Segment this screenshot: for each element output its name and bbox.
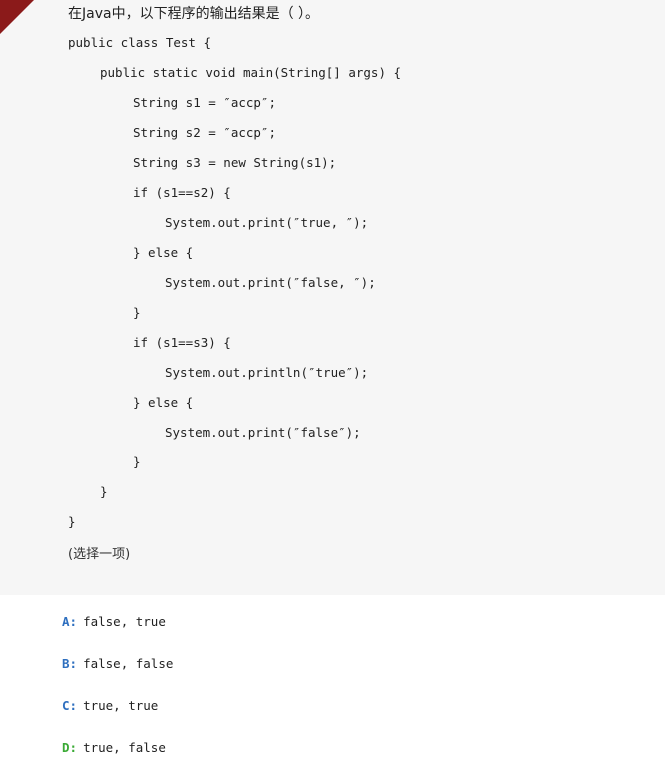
code-line: } else { [133,395,194,410]
code-line: System.out.print(″false, ″); [165,275,376,290]
code-line: } [68,514,76,529]
code-line: System.out.print(″true, ″); [165,215,369,230]
option-a[interactable]: A: false, true [62,614,166,629]
option-letter: A: [62,614,78,629]
code-line: } [100,484,108,499]
code-line: } [133,305,141,320]
option-letter: B: [62,656,78,671]
select-one-hint: (选择一项) [68,547,131,562]
option-text: true, true [83,698,159,713]
code-line: System.out.println(″true″); [165,365,369,380]
option-c[interactable]: C: true, true [62,698,158,713]
code-line: if (s1==s2) { [133,185,231,200]
code-line: System.out.print(″false″); [165,425,361,440]
code-line: } [133,454,141,469]
code-line: } else { [133,245,194,260]
option-b[interactable]: B: false, false [62,656,173,671]
code-line: String s2 = ″accp″; [133,125,276,140]
option-d[interactable]: D: true, false [62,740,166,755]
code-line: String s1 = ″accp″; [133,95,276,110]
question-title: 在Java中，以下程序的输出结果是（ ）。 [68,6,320,22]
option-letter: D: [62,740,78,755]
option-text: false, false [83,656,174,671]
option-letter: C: [62,698,78,713]
code-line: if (s1==s3) { [133,335,231,350]
option-text: false, true [83,614,166,629]
code-line: public class Test { [68,35,211,50]
corner-flag-icon [0,0,34,34]
code-line: public static void main(String[] args) { [100,65,402,80]
option-text: true, false [83,740,166,755]
code-line: String s3 = new String(s1); [133,155,337,170]
question-panel: 在Java中，以下程序的输出结果是（ ）。 public class Test … [0,0,402,562]
